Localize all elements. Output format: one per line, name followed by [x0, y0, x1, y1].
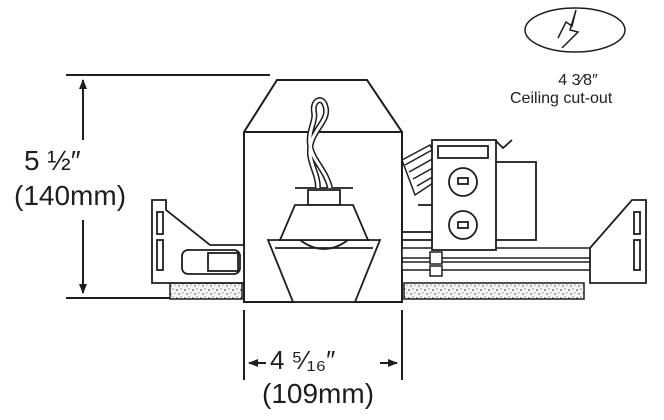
width-dimension-line [243, 310, 403, 380]
ceiling-board [169, 282, 585, 300]
cutout-size-label: 4 3⁄8″ [558, 72, 598, 89]
width-metric-label: (109mm) [262, 378, 375, 409]
height-metric-label: (140mm) [14, 180, 127, 211]
right-bracket [589, 199, 647, 284]
height-dimension-line [66, 74, 270, 299]
lamp-socket [278, 187, 370, 250]
left-bracket [151, 199, 245, 284]
ceiling-cutout-icon [524, 7, 626, 53]
width-imperial-label: 4 ⁵⁄₁₆″ [270, 345, 336, 375]
height-imperial-label: 5 ½″ [24, 145, 81, 176]
junction-box [401, 139, 537, 251]
cutout-caption-label: Ceiling cut-out [510, 90, 613, 107]
